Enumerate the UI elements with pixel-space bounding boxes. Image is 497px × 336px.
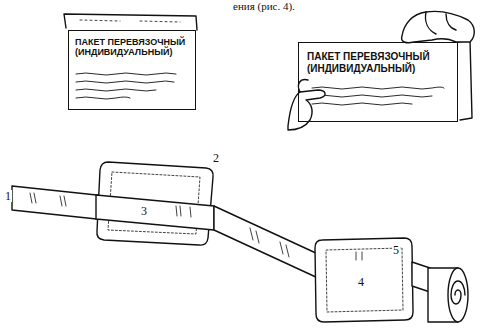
hand (288, 90, 325, 130)
package-title: ПАКЕТ ПЕРЕВЯЗОЧНЫЙ (ИНДИВИДУАЛЬНЫЙ) (75, 37, 189, 58)
callout-number: 1 (4, 190, 12, 202)
package-title: ПАКЕТ ПЕРЕВЯЗОЧНЫЙ (ИНДИВИДУАЛЬНЫЙ) (307, 51, 449, 74)
dressing-package: ПАКЕТ ПЕРЕВЯЗОЧНЫЙ (ИНДИВИДУАЛЬНЫЙ) (68, 30, 196, 110)
gauze-pad (97, 162, 213, 245)
dressing-package: ПАКЕТ ПЕРЕВЯЗОЧНЫЙ (ИНДИВИДУАЛЬНЫЙ) (298, 42, 458, 122)
stitching (30, 193, 362, 260)
package-print (76, 73, 176, 99)
callout-number: 3 (140, 205, 148, 217)
package-flap (64, 14, 197, 30)
callout-number: 5 (392, 244, 400, 256)
package-print (312, 87, 444, 105)
bandage-strip (12, 186, 106, 220)
gauze-pad (315, 238, 413, 322)
callout-number: 4 (357, 276, 365, 288)
text-fragment: ения (рис. 4). (232, 1, 296, 12)
tear-strip (458, 40, 472, 120)
callout-number: 2 (212, 152, 220, 164)
hand (402, 11, 475, 42)
bandage-strip (214, 206, 318, 278)
